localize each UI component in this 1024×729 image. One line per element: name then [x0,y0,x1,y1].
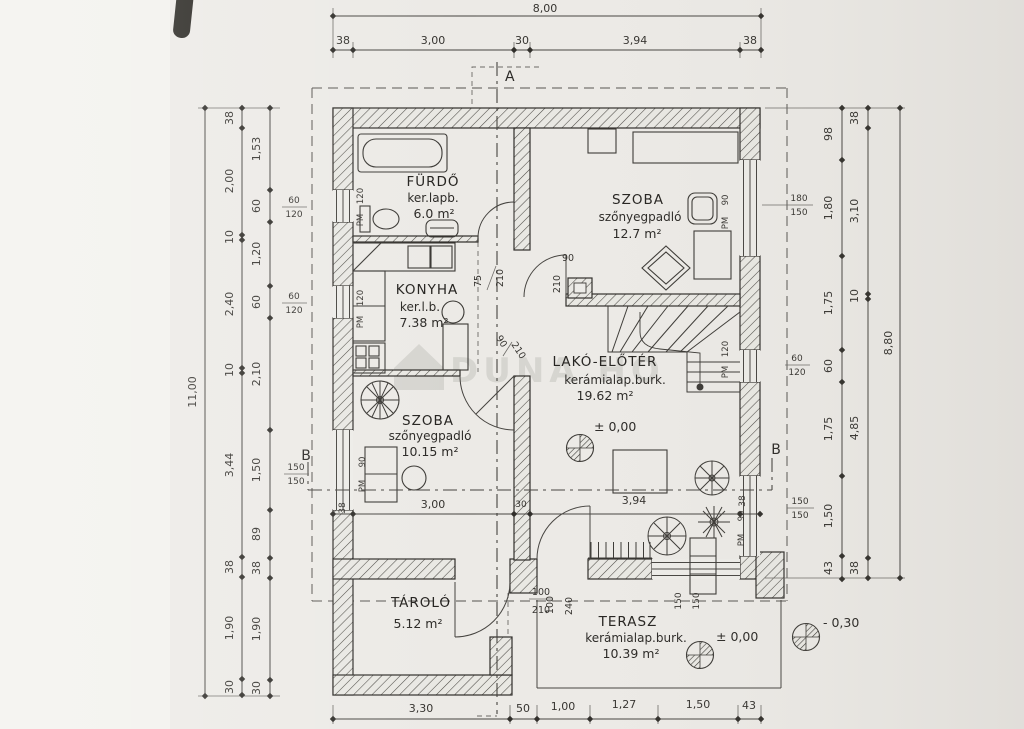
floor-plan-svg: DUNA HO [0,0,1024,729]
scanned-floor-plan: DUNA HO [0,0,1024,729]
scan-vignette [0,0,1024,729]
